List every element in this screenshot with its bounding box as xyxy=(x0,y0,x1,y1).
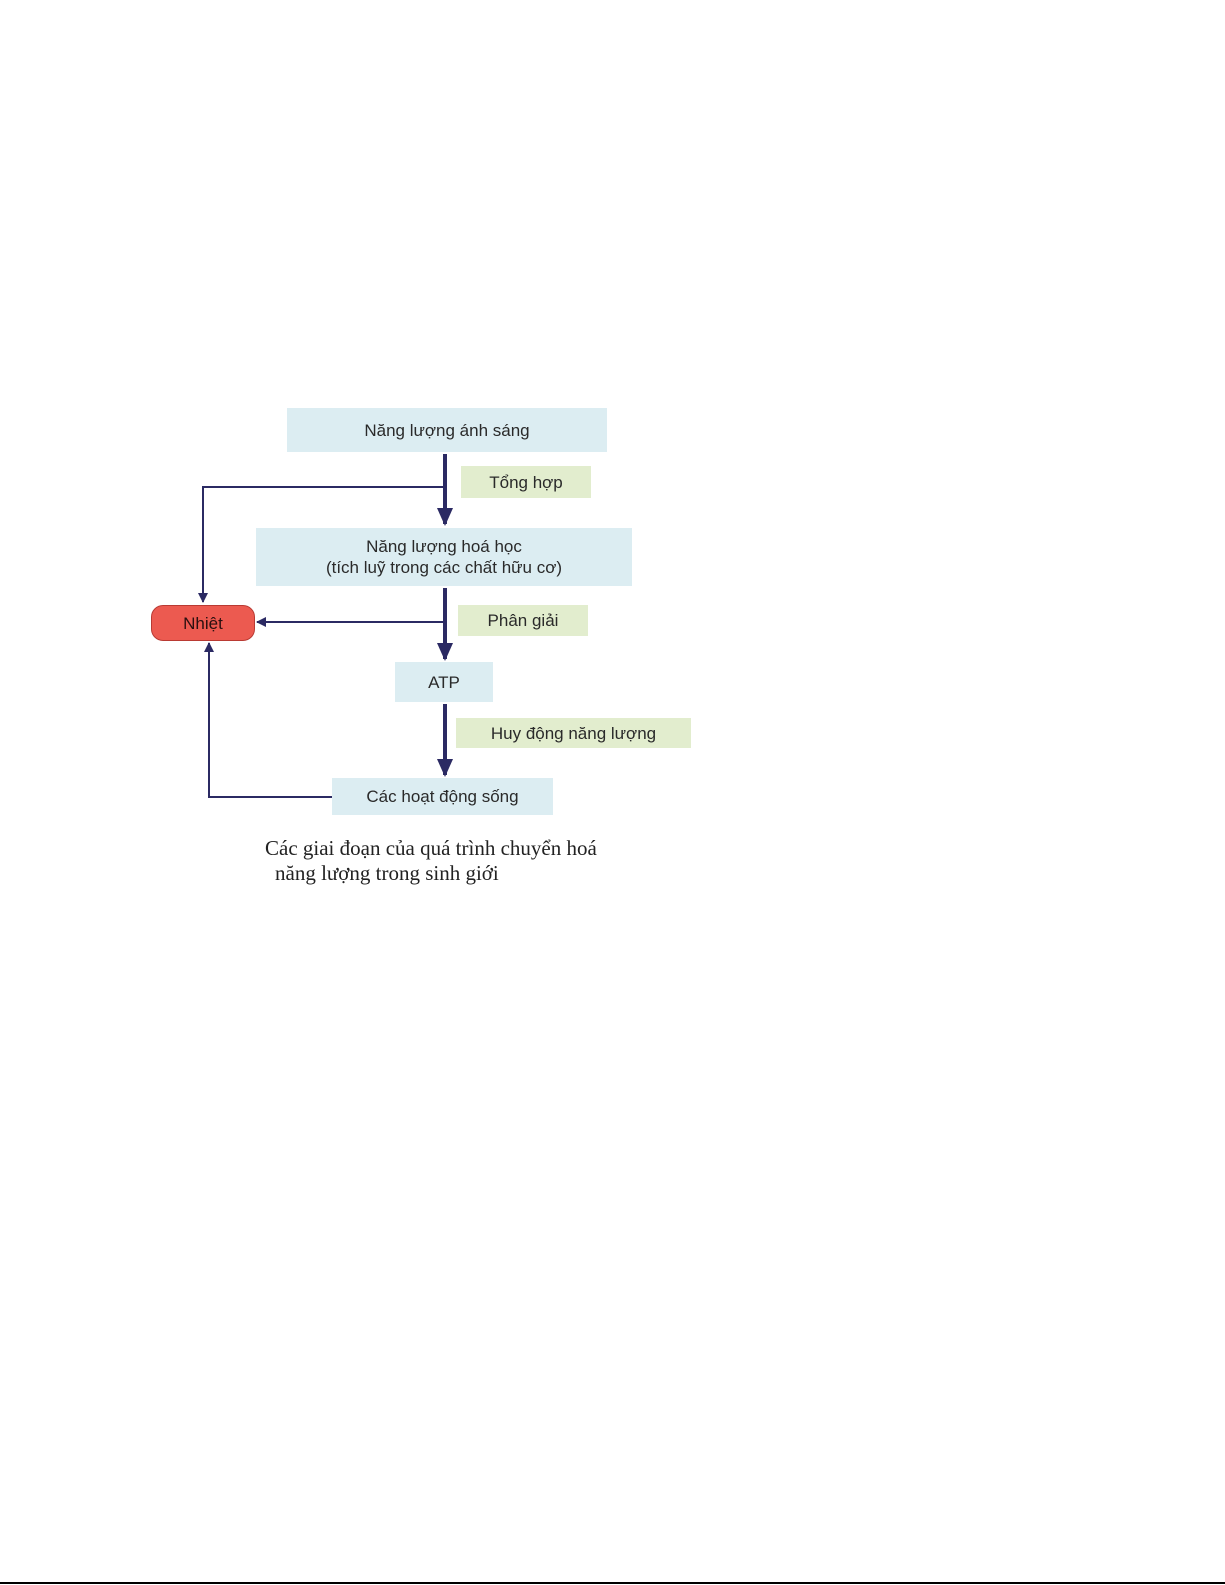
arrow-synthesis-heat-loss xyxy=(198,486,445,603)
process-mobilization: Huy động năng lượng xyxy=(456,718,691,748)
node-label: ATP xyxy=(428,672,460,692)
caption-line-1: Các giai đoạn của quá trình chuyển hoá xyxy=(265,836,597,860)
process-decomposition: Phân giải xyxy=(458,605,588,636)
node-label: Các hoạt động sống xyxy=(366,787,519,806)
node-life-activities: Các hoạt động sống xyxy=(332,778,553,815)
caption-line-2: năng lượng trong sinh giới xyxy=(275,861,499,885)
figure-caption: Các giai đoạn của quá trình chuyển hoá n… xyxy=(265,836,597,886)
node-label: Năng lượng hoá học xyxy=(366,537,522,556)
node-atp: ATP xyxy=(395,662,493,702)
node-sublabel: (tích luỹ trong các chất hữu cơ) xyxy=(325,558,563,577)
page-bottom-rule xyxy=(0,1582,1225,1584)
node-label: Năng lượng ánh sáng xyxy=(364,420,530,440)
node-chemical-energy: Năng lượng hoá học (tích luỹ trong các c… xyxy=(256,528,632,586)
node-light-energy: Năng lượng ánh sáng xyxy=(287,408,607,452)
process-synthesis: Tổng hợp xyxy=(461,466,591,498)
node-label: Nhiệt xyxy=(183,613,223,633)
process-label: Phân giải xyxy=(487,611,559,630)
process-label: Huy động năng lượng xyxy=(490,723,657,743)
node-heat: Nhiệt xyxy=(151,605,255,641)
arrow-activities-heat-loss xyxy=(204,642,332,798)
process-label: Tổng hợp xyxy=(489,472,563,492)
